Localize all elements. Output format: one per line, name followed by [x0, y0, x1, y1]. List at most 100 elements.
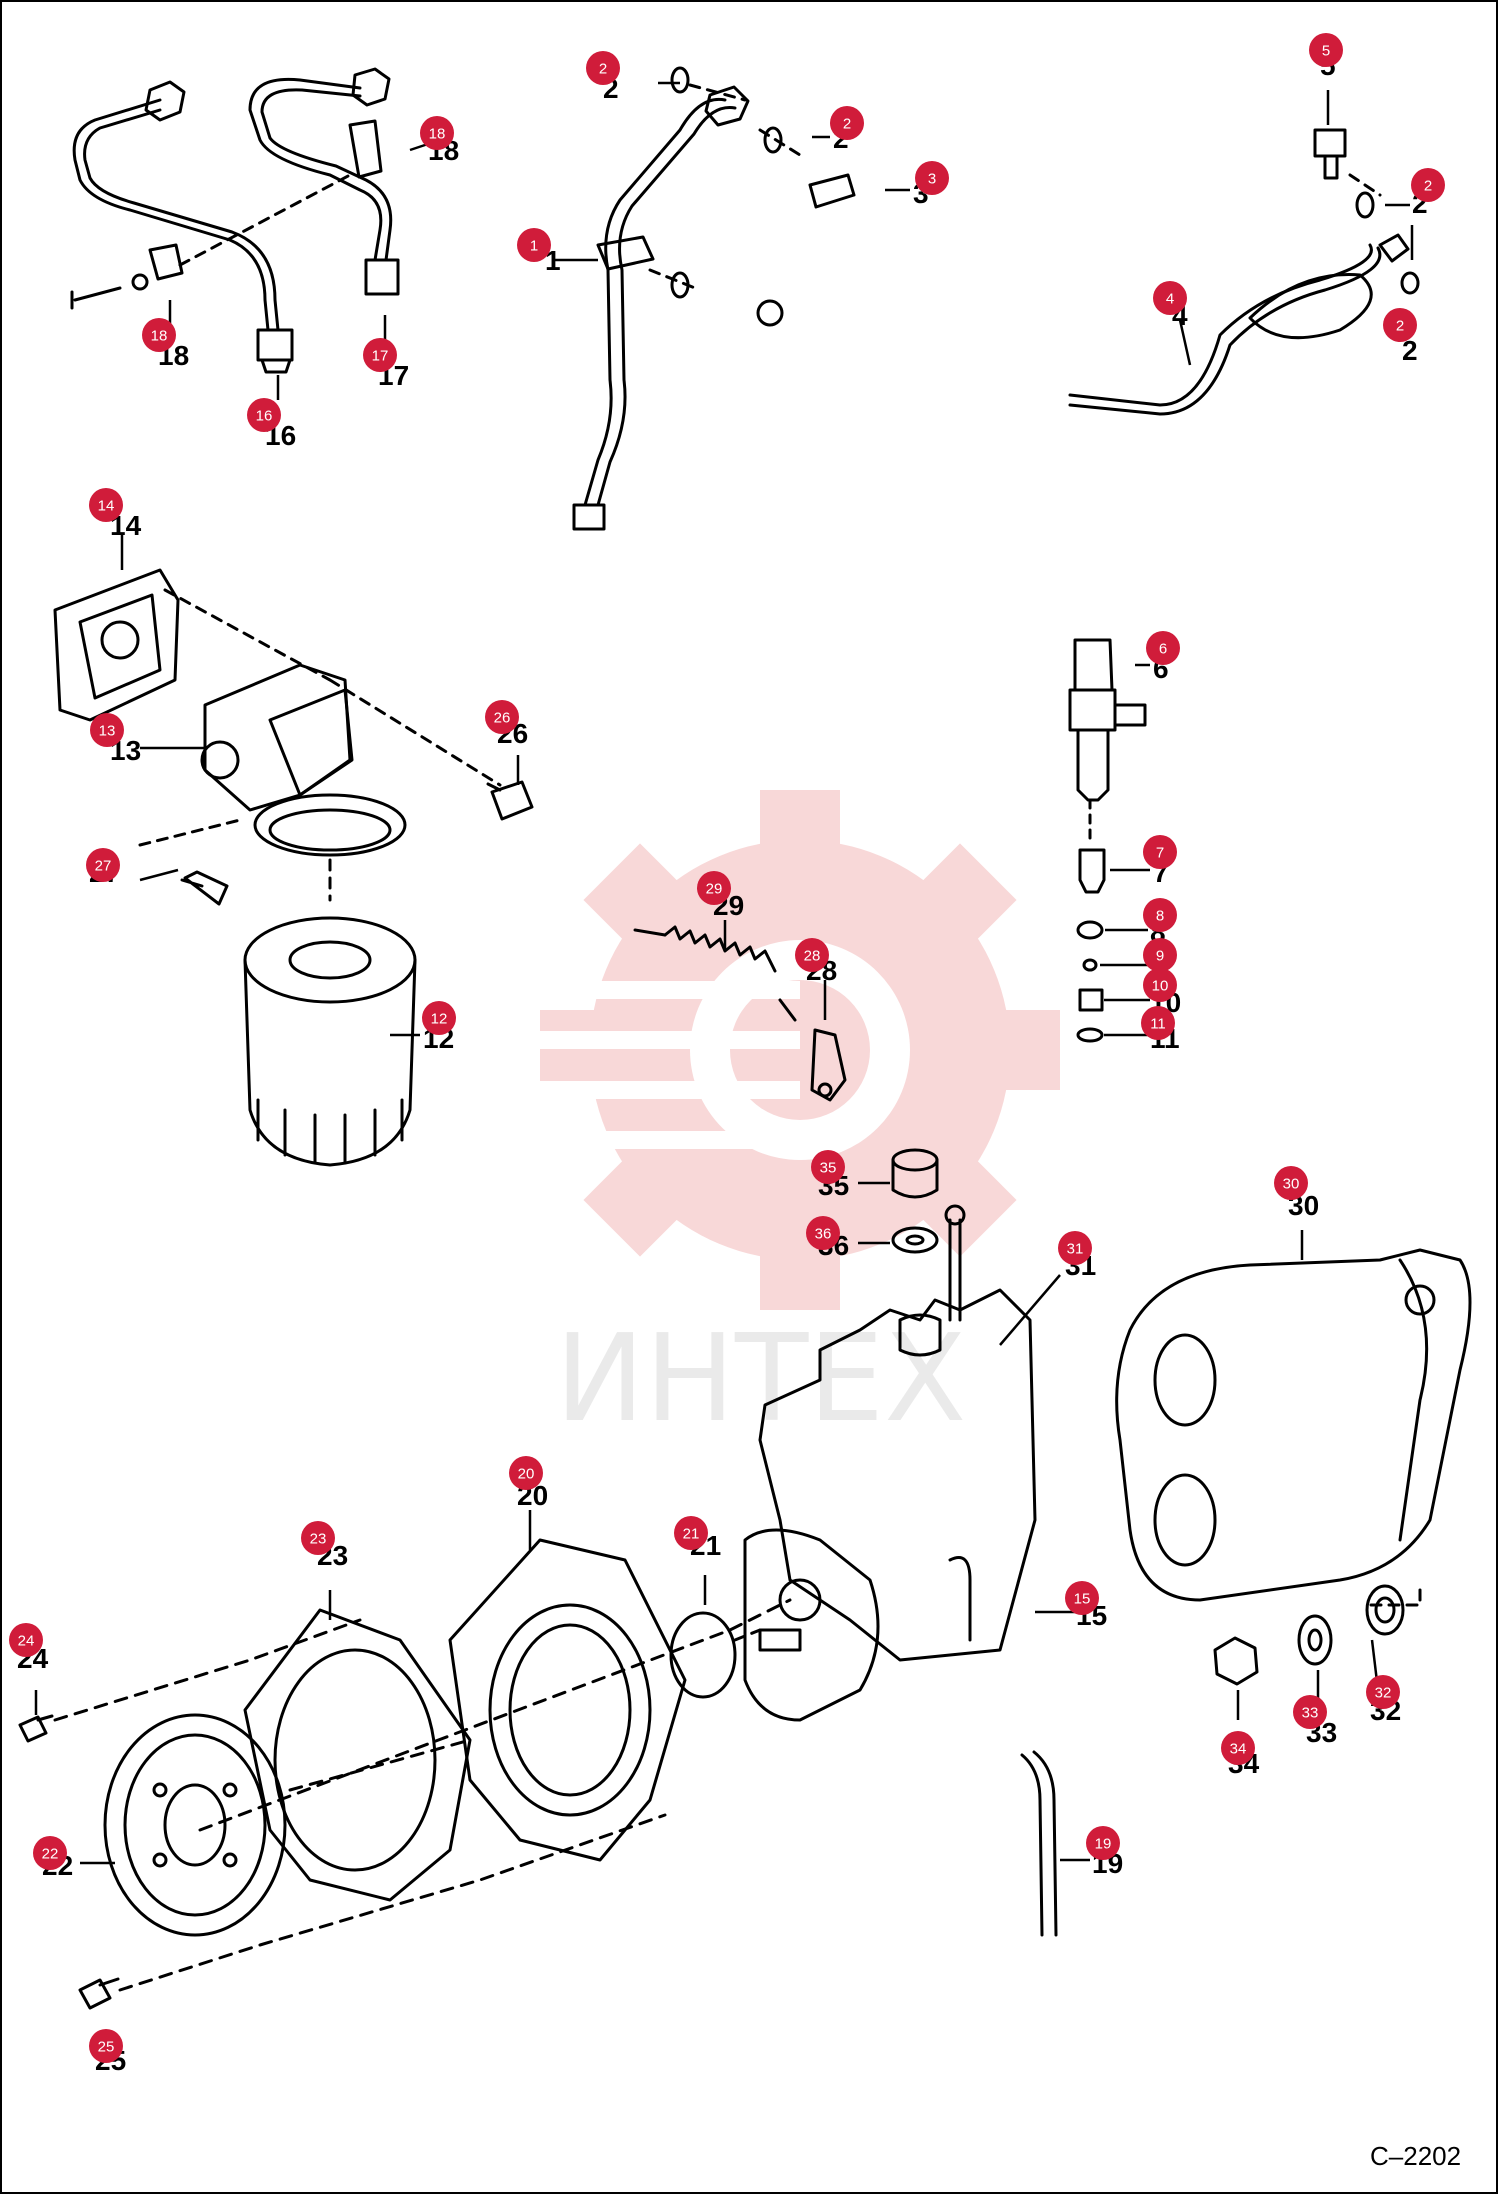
nozzle-7 — [1078, 848, 1106, 894]
callout-marker-2[interactable]: 2 — [586, 51, 620, 85]
gasket-23 — [243, 1608, 472, 1902]
callout-number: 22 — [42, 1846, 59, 1863]
callout-marker-18[interactable]: 18 — [142, 318, 176, 352]
callout-number: 12 — [431, 1011, 448, 1028]
callout-badge[interactable] — [86, 848, 120, 882]
callout-badge[interactable] — [1221, 1731, 1255, 1765]
callout-badge[interactable] — [485, 700, 519, 734]
callout-marker-18[interactable]: 18 — [420, 116, 454, 150]
callout-badge[interactable] — [1411, 168, 1445, 202]
callout-badge[interactable] — [674, 1516, 708, 1550]
callout-marker-6[interactable]: 6 — [1146, 631, 1180, 665]
callout-marker-8[interactable]: 8 — [1143, 898, 1177, 932]
callout-badge[interactable] — [33, 1836, 67, 1870]
callout-badge[interactable] — [142, 318, 176, 352]
callout-badge[interactable] — [697, 871, 731, 905]
callout-marker-22[interactable]: 22 — [33, 1836, 67, 1870]
callout-marker-28[interactable]: 28 — [795, 938, 829, 972]
callout-badge[interactable] — [9, 1623, 43, 1657]
callout-badge[interactable] — [422, 1001, 456, 1035]
o-ring-21 — [669, 1611, 737, 1699]
callout-number: 15 — [1074, 1591, 1091, 1608]
spring-29 — [633, 925, 797, 1022]
callout-badge[interactable] — [420, 116, 454, 150]
callout-badge[interactable] — [1293, 1695, 1327, 1729]
callout-number: 28 — [804, 948, 821, 965]
callout-marker-5[interactable]: 5 — [1309, 33, 1343, 67]
callout-number: 1 — [530, 238, 538, 255]
callout-number: 2 — [843, 116, 851, 133]
callout-number: 16 — [256, 408, 273, 425]
callout-marker-17[interactable]: 17 — [363, 338, 397, 372]
callout-marker-2[interactable]: 2 — [1411, 168, 1445, 202]
callout-marker-25[interactable]: 25 — [89, 2029, 123, 2063]
callout-marker-19[interactable]: 19 — [1086, 1826, 1120, 1860]
callout-number: 24 — [18, 1633, 35, 1650]
callout-marker-10[interactable]: 10 — [1143, 968, 1177, 1002]
callout-badge[interactable] — [915, 161, 949, 195]
callout-badge[interactable] — [1143, 968, 1177, 1002]
callout-badge[interactable] — [1309, 33, 1343, 67]
callout-marker-4[interactable]: 4 — [1153, 281, 1187, 315]
callout-marker-11[interactable]: 11 — [1141, 1006, 1175, 1040]
callout-marker-15[interactable]: 15 — [1065, 1581, 1099, 1615]
callout-marker-31[interactable]: 31 — [1058, 1231, 1092, 1265]
callout-badge[interactable] — [806, 1216, 840, 1250]
callout-badge[interactable] — [795, 938, 829, 972]
callout-marker-2[interactable]: 2 — [830, 106, 864, 140]
callout-marker-21[interactable]: 21 — [674, 1516, 708, 1550]
callout-badge[interactable] — [586, 51, 620, 85]
callout-badge[interactable] — [1058, 1231, 1092, 1265]
callout-badge[interactable] — [1153, 281, 1187, 315]
clip-18 — [70, 119, 383, 310]
callout-badge[interactable] — [1086, 1826, 1120, 1860]
callout-badge[interactable] — [89, 2029, 123, 2063]
callout-marker-29[interactable]: 29 — [697, 871, 731, 905]
callout-number: 32 — [1375, 1685, 1392, 1702]
callout-badge[interactable] — [1274, 1166, 1308, 1200]
callout-badge[interactable] — [89, 488, 123, 522]
callout-badge[interactable] — [1143, 898, 1177, 932]
callout-marker-3[interactable]: 3 — [915, 161, 949, 195]
callout-marker-32[interactable]: 32 — [1366, 1675, 1400, 1709]
callout-badge[interactable] — [830, 106, 864, 140]
callout-badge[interactable] — [509, 1456, 543, 1490]
callout-badge[interactable] — [811, 1150, 845, 1184]
bolt-26 — [486, 780, 534, 821]
callout-marker-9[interactable]: 9 — [1143, 938, 1177, 972]
callout-marker-2[interactable]: 2 — [1383, 308, 1417, 342]
callout-badge[interactable] — [1146, 631, 1180, 665]
callout-badge[interactable] — [1143, 835, 1177, 869]
callout-marker-35[interactable]: 35 — [811, 1150, 845, 1184]
callout-marker-36[interactable]: 36 — [806, 1216, 840, 1250]
callout-number: 21 — [683, 1526, 700, 1543]
callout-badge[interactable] — [517, 228, 551, 262]
nut-34 — [1213, 1636, 1259, 1686]
callout-number: 3 — [928, 171, 936, 188]
callout-marker-16[interactable]: 16 — [247, 398, 281, 432]
callout-marker-13[interactable]: 13 — [90, 713, 124, 747]
drive-gear-22 — [103, 1713, 287, 1937]
fuel-line-1 — [572, 85, 856, 531]
callout-marker-33[interactable]: 33 — [1293, 1695, 1327, 1729]
callout-badge[interactable] — [247, 398, 281, 432]
callout-marker-23[interactable]: 23 — [301, 1521, 335, 1555]
callout-badge[interactable] — [363, 338, 397, 372]
callout-badge[interactable] — [1065, 1581, 1099, 1615]
callout-marker-24[interactable]: 24 — [9, 1623, 43, 1657]
callout-marker-20[interactable]: 20 — [509, 1456, 543, 1490]
callout-marker-34[interactable]: 34 — [1221, 1731, 1255, 1765]
callout-badge[interactable] — [1366, 1675, 1400, 1709]
callout-marker-14[interactable]: 14 — [89, 488, 123, 522]
callout-marker-7[interactable]: 7 — [1143, 835, 1177, 869]
callout-marker-1[interactable]: 1 — [517, 228, 551, 262]
callout-marker-27[interactable]: 27 — [86, 848, 120, 882]
callout-marker-30[interactable]: 30 — [1274, 1166, 1308, 1200]
callout-marker-12[interactable]: 12 — [422, 1001, 456, 1035]
callout-marker-26[interactable]: 26 — [485, 700, 519, 734]
callout-badge[interactable] — [1141, 1006, 1175, 1040]
callout-badge[interactable] — [90, 713, 124, 747]
callout-badge[interactable] — [1383, 308, 1417, 342]
callout-badge[interactable] — [1143, 938, 1177, 972]
callout-badge[interactable] — [301, 1521, 335, 1555]
